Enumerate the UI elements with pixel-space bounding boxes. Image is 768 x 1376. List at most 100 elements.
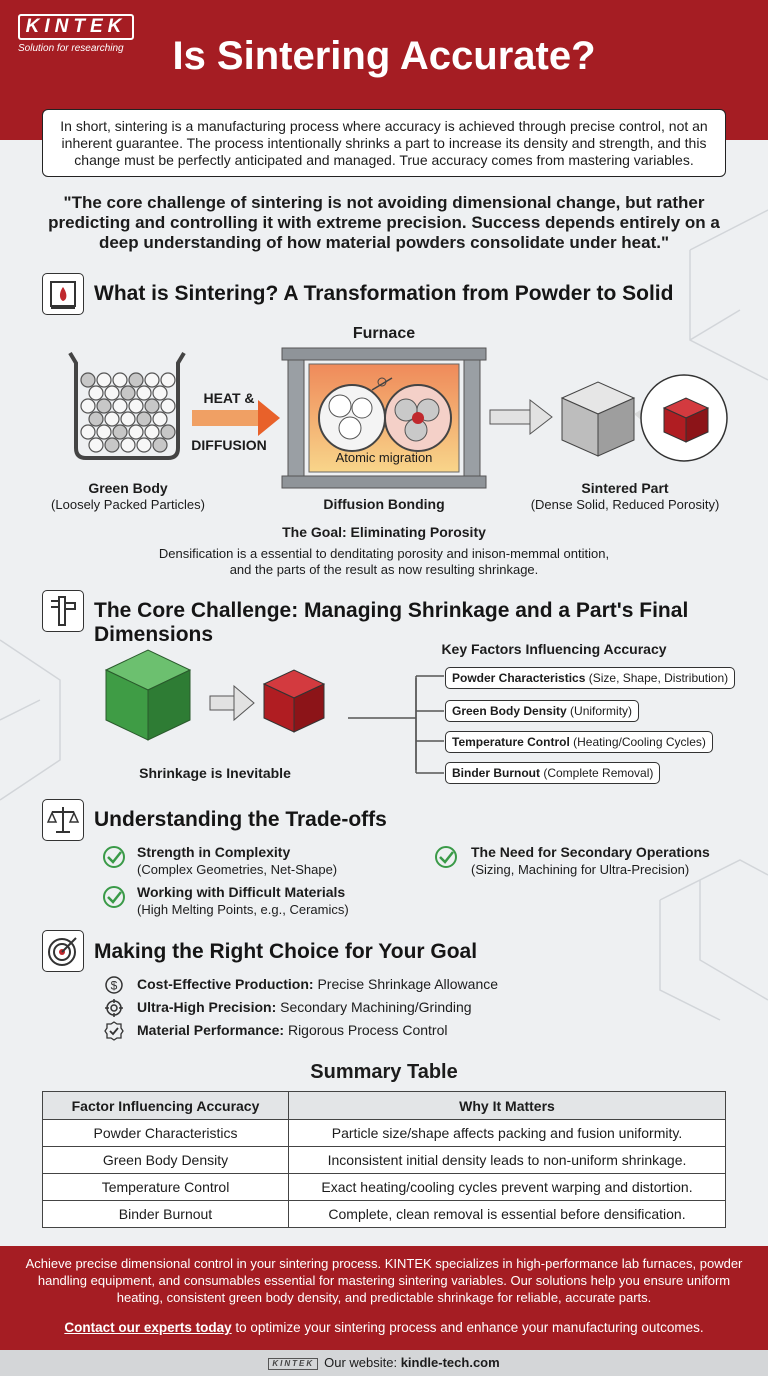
goal-text-line1: Densification is a essential to denditat… [158,546,610,561]
powder-particle [160,398,176,414]
powder-particle [112,398,128,414]
choice-detail: Secondary Machining/Grinding [280,999,472,1015]
furnace-diagram [281,347,487,489]
powder-particle [88,411,104,427]
target-icon [42,930,84,972]
powder-particle [144,424,160,440]
page-title: Is Sintering Accurate? [172,34,596,78]
heat-arrow [192,400,280,436]
powder-particle [152,385,168,401]
powder-particle [160,424,176,440]
powder-particle [160,372,176,388]
green-body-subtitle: (Loosely Packed Particles) [51,497,205,512]
table-cell: Complete, clean removal is essential bef… [288,1200,726,1228]
factor-name: Temperature Control [452,735,570,749]
tradeoff-detail: (Complex Geometries, Net-Shape) [137,862,338,877]
powder-particle [128,372,144,388]
table-row: Powder Characteristics Particle size/sha… [42,1119,726,1147]
factor-detail: (Uniformity) [570,704,633,718]
powder-particle [152,437,168,453]
factor-name: Binder Burnout [452,766,540,780]
footer-text: Achieve precise dimensional control in y… [25,1256,743,1305]
table-row: Binder Burnout Complete, clean removal i… [42,1200,726,1228]
furnace-icon [42,273,84,315]
green-body-title: Green Body [88,480,168,496]
brand-logo[interactable]: KINTEK Solution for researching [18,14,134,54]
diffusion-label: DIFFUSION [191,437,267,453]
powder-particle [96,424,112,440]
powder-particle [80,398,96,414]
factor-temperature-control: Temperature Control (Heating/Cooling Cyc… [445,731,713,753]
logo-tagline: Solution for researching [18,43,124,54]
table-header: Why It Matters [288,1091,726,1120]
tradeoff-detail: (Sizing, Machining for Ultra-Precision) [471,862,690,877]
dense-solid-cube [640,374,728,462]
powder-particle [120,437,136,453]
choice-detail: Rigorous Process Control [287,1022,448,1038]
section-title-trade-offs: Understanding the Trade-offs [94,808,387,831]
factors-title: Key Factors Influencing Accuracy [441,641,667,657]
powder-particle [128,424,144,440]
factor-binder-burnout: Binder Burnout (Complete Removal) [445,762,661,784]
website-label: Our website: [324,1355,401,1370]
powder-particle [152,411,168,427]
powder-particle [104,385,120,401]
svg-text:$: $ [111,979,118,993]
powder-particle [120,411,136,427]
table-cell: Binder Burnout [42,1200,289,1228]
choice-detail: Precise Shrinkage Allowance [317,976,499,992]
factor-name: Powder Characteristics [452,671,586,685]
table-cell: Particle size/shape affects packing and … [288,1119,726,1147]
powder-particle [104,437,120,453]
tradeoff-title: Working with Difficult Materials [137,884,346,900]
goal-text-line2: and the parts of the result as now resul… [229,562,539,577]
balance-scale-icon [42,799,84,841]
table-header-row: Factor Influencing Accuracy Why It Matte… [42,1091,726,1120]
choice-cost-effective: Cost-Effective Production: Precise Shrin… [137,974,498,994]
shrinkage-diagram [104,649,417,770]
choice-label: Material Performance: [137,1022,285,1038]
website-link[interactable]: kindle-tech.com [400,1355,500,1370]
atomic-migration-label: Atomic migration [335,450,433,465]
section-title-core-challenge: The Core Challenge: Managing Shrinkage a… [94,599,689,646]
table-cell: Temperature Control [42,1173,289,1201]
footer-banner: Achieve precise dimensional control in y… [0,1246,768,1350]
logo-text: KINTEK [18,14,134,40]
powder-particle [80,372,96,388]
footer-cta-text: to optimize your sintering process and e… [231,1320,704,1335]
table-cell: Inconsistent initial density leads to no… [288,1146,726,1174]
powder-particle [112,424,128,440]
powder-particle [144,398,160,414]
heat-label: HEAT & [203,390,255,406]
result-arrow [489,398,553,436]
tradeoff-secondary-operations: The Need for Secondary Operations (Sizin… [471,844,710,878]
intro-summary: In short, sintering is a manufacturing p… [42,109,726,177]
footer-cta: Contact our experts today to optimize yo… [0,1320,768,1335]
furnace-label: Furnace [352,325,416,342]
shrinkage-label: Shrinkage is Inevitable [139,765,291,781]
tradeoff-detail: (High Melting Points, e.g., Ceramics) [137,902,349,917]
diffusion-bonding-label: Diffusion Bonding [323,496,445,512]
sintered-part-title: Sintered Part [581,480,669,496]
check-icon [435,846,457,868]
sintered-part-subtitle: (Dense Solid, Reduced Porosity) [530,497,720,512]
dollar-icon: $ [105,976,123,994]
powder-particle [104,411,120,427]
section-title-right-choice: Making the Right Choice for Your Goal [94,940,478,963]
powder-particle [88,437,104,453]
powder-particle [80,424,96,440]
factor-green-body-density: Green Body Density (Uniformity) [445,700,640,722]
tradeoff-strength-in-complexity: Strength in Complexity (Complex Geometri… [137,844,337,878]
contact-experts-link[interactable]: Contact our experts today [64,1320,232,1335]
powder-particle [112,372,128,388]
factor-detail: (Heating/Cooling Cycles) [573,735,706,749]
table-header: Factor Influencing Accuracy [42,1091,289,1120]
table-cell: Powder Characteristics [42,1119,289,1147]
sintering-process-diagram [68,347,728,489]
table-cell: Exact heating/cooling cycles prevent war… [288,1173,726,1201]
tradeoff-difficult-materials: Working with Difficult Materials (High M… [137,884,349,918]
small-logo: KINTEK [268,1357,319,1370]
check-icon [103,846,125,868]
section-title-what-is-sintering: What is Sintering? A Transformation from… [94,282,674,305]
powder-particle [120,385,136,401]
